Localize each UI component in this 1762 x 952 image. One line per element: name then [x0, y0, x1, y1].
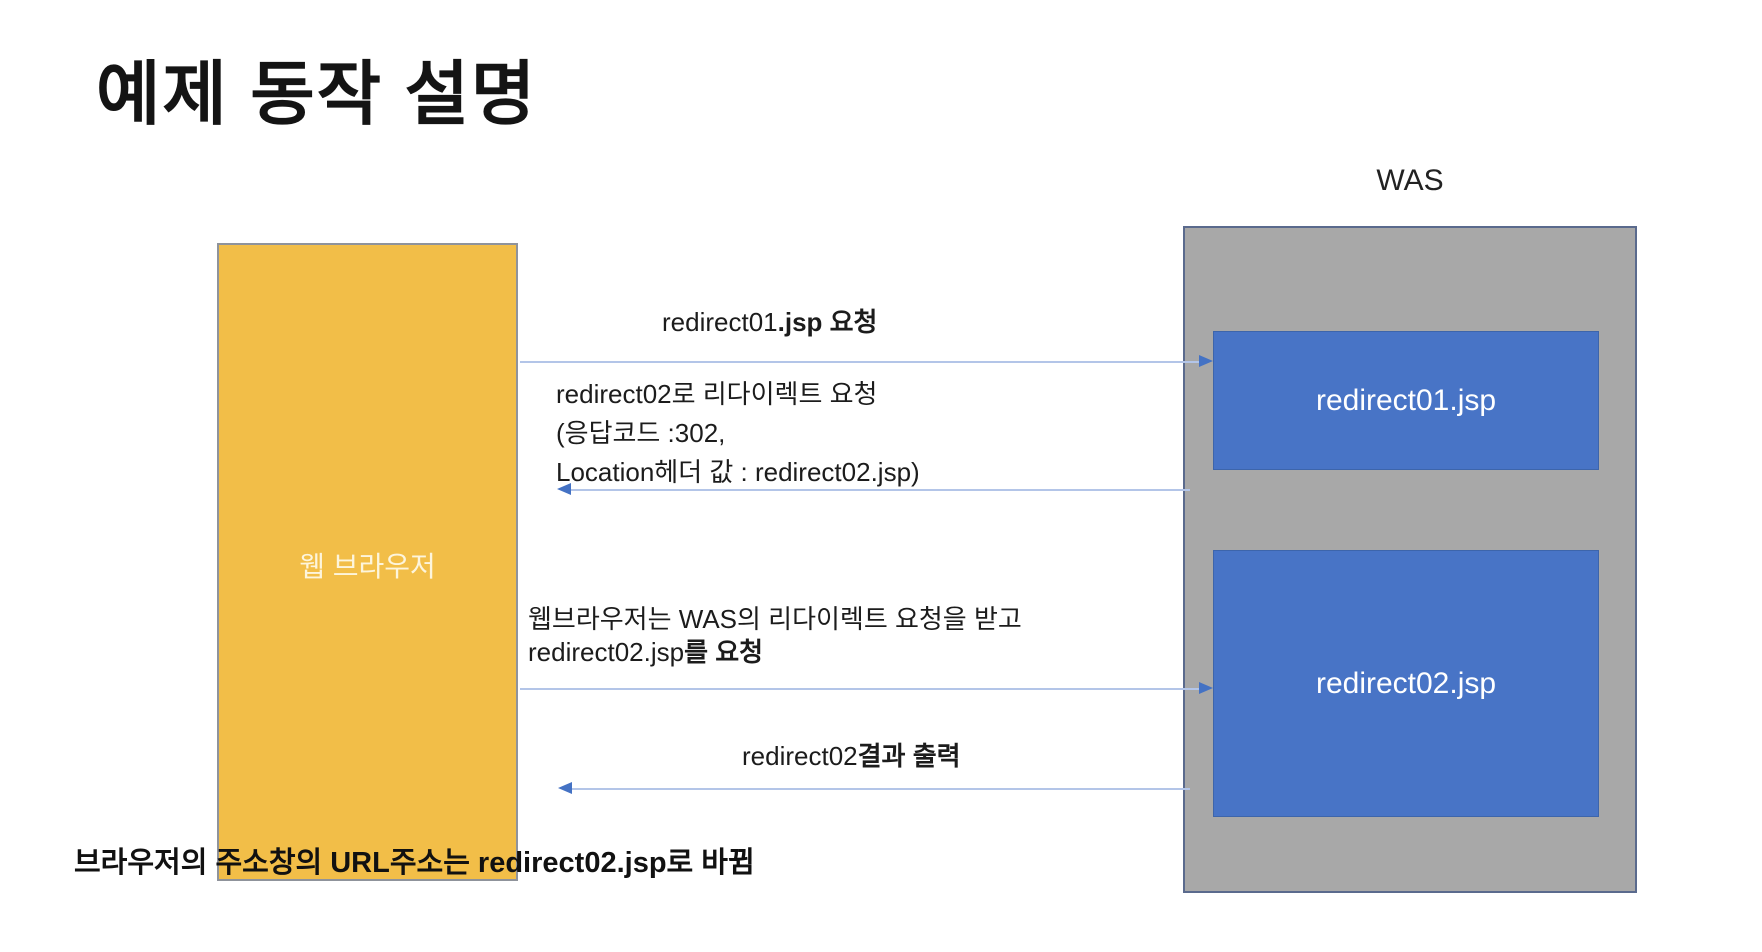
component-label-redirect01: redirect01.jsp — [1315, 383, 1497, 417]
response2-arrowhead-left-icon — [558, 782, 572, 794]
request2-arrow-line — [520, 688, 1200, 690]
component-label-redirect02: redirect02.jsp — [1315, 666, 1497, 700]
response1-arrowhead-left-icon — [557, 483, 571, 495]
response2-arrow-line — [572, 788, 1190, 790]
was-component-redirect02: redirect02.jsp — [1213, 550, 1599, 817]
footer-note: 브라우저의 주소창의 URL주소는 redirect02.jsp로 바뀜 — [74, 847, 755, 879]
request2-line2-normal: redirect02.jsp — [528, 637, 685, 667]
request1-label-normal: redirect01 — [662, 307, 778, 337]
response2-label-normal: redirect02 — [742, 741, 858, 771]
browser-box: 웹 브라우저 — [217, 243, 518, 881]
slide-title: 예제 동작 설명 — [96, 55, 538, 133]
response1-line1: redirect02로 리다이렉트 요청 — [556, 379, 878, 409]
request2-line2-bold: 를 요청 — [684, 637, 764, 667]
response2-label: redirect02결과 출력 — [742, 736, 961, 773]
request2-line2: redirect02.jsp를 요청 — [528, 636, 1022, 669]
request1-arrow-line — [520, 361, 1200, 363]
request2-label: 웹브라우저는 WAS의 리다이렉트 요청을 받고 redirect02.jsp를… — [528, 603, 1022, 669]
was-component-redirect01: redirect01.jsp — [1213, 331, 1599, 470]
request1-arrowhead-right-icon — [1199, 355, 1213, 367]
browser-label: 웹 브라우저 — [299, 551, 436, 582]
request1-label: redirect01.jsp 요청 — [662, 302, 877, 339]
response2-label-bold: 결과 출력 — [857, 741, 961, 771]
response1-arrow-line — [571, 489, 1190, 491]
request2-arrowhead-right-icon — [1199, 682, 1213, 694]
request1-label-bold: .jsp 요청 — [777, 307, 878, 337]
request2-line1: 웹브라우저는 WAS의 리다이렉트 요청을 받고 — [528, 604, 1022, 634]
response1-line2: (응답코드 :302, — [556, 418, 726, 448]
response1-line3: Location헤더 값 : redirect02.jsp) — [556, 457, 920, 487]
was-box: redirect01.jsp redirect02.jsp — [1183, 226, 1637, 893]
response1-label: redirect02로 리다이렉트 요청 (응답코드 :302, Locatio… — [556, 375, 920, 492]
was-label: WAS — [1376, 164, 1444, 197]
